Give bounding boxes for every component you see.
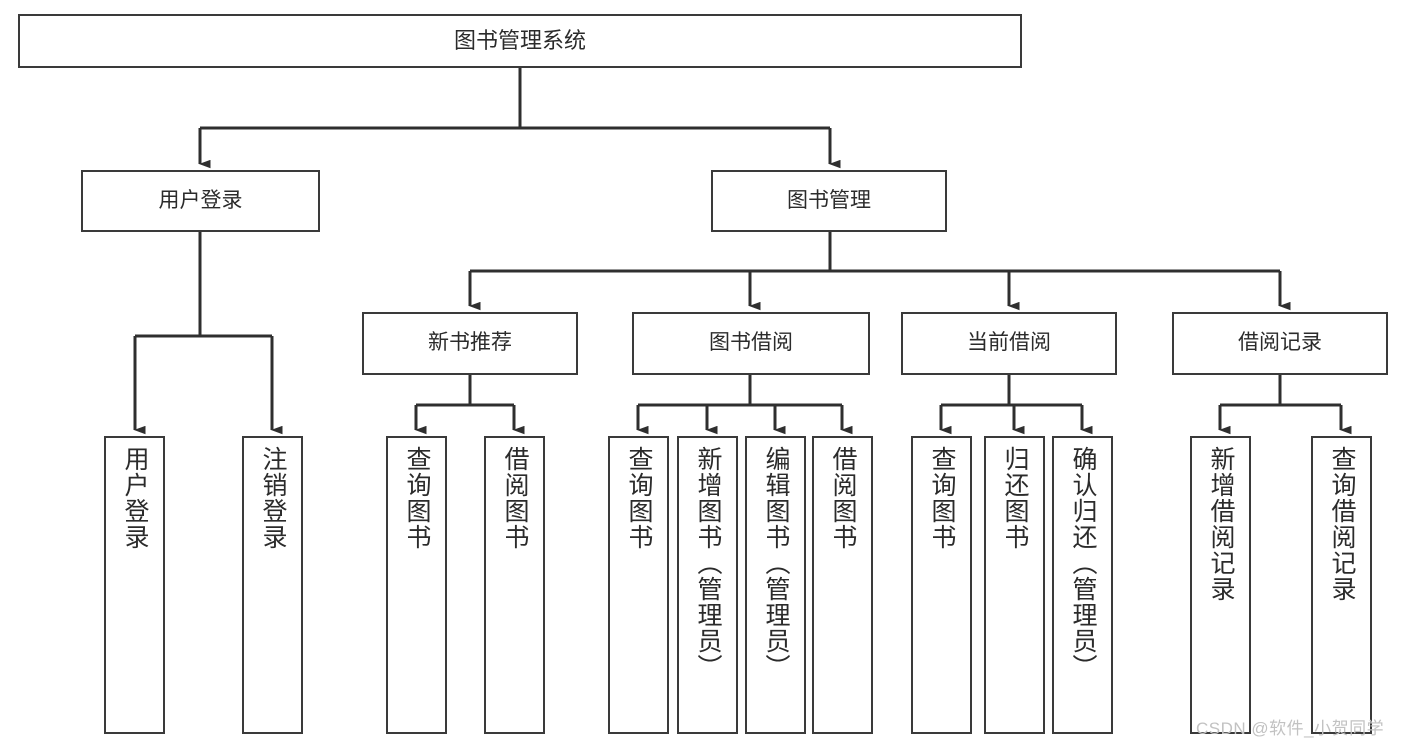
node-new-book-recommend-label: 新书推荐 (428, 331, 512, 355)
node-user-login[interactable]: 用户登录 (81, 170, 320, 232)
node-book-borrow-label: 图书借阅 (709, 331, 793, 355)
node-book-manage[interactable]: 图书管理 (711, 170, 947, 232)
node-leaf-add-book-label: 新增图书（管理员） (694, 446, 722, 680)
node-leaf-add-record[interactable]: 新增借阅记录 (1190, 436, 1251, 734)
watermark-text: CSDN @软件_小贺同学 (1196, 719, 1385, 738)
node-book-manage-label: 图书管理 (787, 188, 871, 212)
node-leaf-return-book-label: 归还图书 (1001, 446, 1029, 550)
node-user-login-label: 用户登录 (158, 188, 243, 212)
node-root-label: 图书管理系统 (453, 28, 586, 54)
node-leaf-logout-label: 注销登录 (259, 446, 287, 550)
node-leaf-query-book-1-label: 查询图书 (403, 446, 431, 550)
node-leaf-logout[interactable]: 注销登录 (242, 436, 303, 734)
node-new-book-recommend[interactable]: 新书推荐 (362, 312, 578, 375)
node-leaf-query-book-3-label: 查询图书 (928, 446, 956, 550)
node-current-borrow-label: 当前借阅 (967, 331, 1051, 355)
node-leaf-edit-book-label: 编辑图书（管理员） (762, 446, 790, 680)
node-root[interactable]: 图书管理系统 (18, 14, 1022, 68)
node-leaf-confirm-return-label: 确认归还（管理员） (1069, 446, 1097, 680)
node-current-borrow[interactable]: 当前借阅 (901, 312, 1117, 375)
node-leaf-query-book-2[interactable]: 查询图书 (608, 436, 669, 734)
node-leaf-user-login-label: 用户登录 (121, 446, 149, 550)
node-leaf-return-book[interactable]: 归还图书 (984, 436, 1045, 734)
node-leaf-borrow-book-1[interactable]: 借阅图书 (484, 436, 545, 734)
node-borrow-record-label: 借阅记录 (1238, 331, 1322, 355)
node-leaf-borrow-book-2[interactable]: 借阅图书 (812, 436, 873, 734)
node-leaf-query-book-2-label: 查询图书 (625, 446, 653, 550)
node-leaf-add-book[interactable]: 新增图书（管理员） (677, 436, 738, 734)
node-leaf-confirm-return[interactable]: 确认归还（管理员） (1052, 436, 1113, 734)
node-leaf-user-login[interactable]: 用户登录 (104, 436, 165, 734)
node-leaf-query-book-1[interactable]: 查询图书 (386, 436, 447, 734)
node-borrow-record[interactable]: 借阅记录 (1172, 312, 1388, 375)
node-leaf-borrow-book-2-label: 借阅图书 (829, 446, 857, 550)
node-leaf-edit-book[interactable]: 编辑图书（管理员） (745, 436, 806, 734)
node-leaf-query-book-3[interactable]: 查询图书 (911, 436, 972, 734)
node-leaf-query-record[interactable]: 查询借阅记录 (1311, 436, 1372, 734)
node-leaf-borrow-book-1-label: 借阅图书 (501, 446, 529, 550)
node-book-borrow[interactable]: 图书借阅 (632, 312, 870, 375)
node-leaf-add-record-label: 新增借阅记录 (1207, 446, 1235, 602)
node-leaf-query-record-label: 查询借阅记录 (1328, 446, 1356, 602)
